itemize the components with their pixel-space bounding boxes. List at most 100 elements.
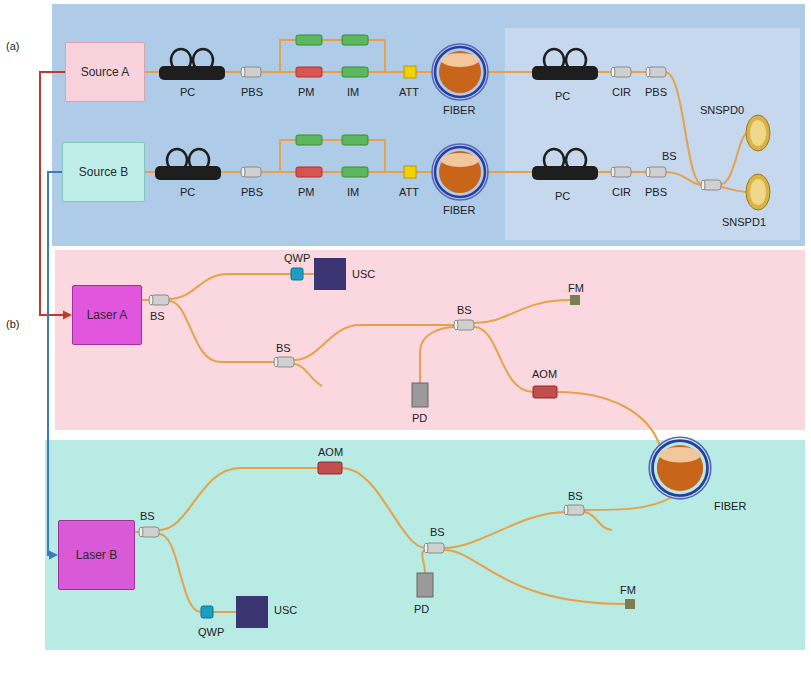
fiber-wires: [135, 40, 748, 612]
part-label: BS: [150, 310, 165, 322]
node-label: Source B: [79, 165, 128, 179]
part-label: CIR: [612, 86, 631, 98]
node-label: Laser B: [76, 548, 117, 562]
faraday-mirror: [570, 295, 580, 305]
part-label: IM: [347, 186, 359, 198]
part-label: FIBER: [443, 104, 475, 116]
laser-box: Laser B: [58, 520, 135, 590]
pm-symbol: [296, 67, 322, 77]
part-label: PD: [412, 412, 427, 424]
part-label: FIBER: [714, 500, 746, 512]
fiber-spool: [649, 437, 711, 499]
arrow-head: [49, 551, 58, 560]
panel-b-a: [55, 250, 805, 430]
detector-symbol: [746, 174, 770, 210]
part-label: PBS: [241, 186, 263, 198]
arrow-head: [63, 311, 72, 320]
usc-symbol: [314, 258, 346, 290]
faraday-mirror: [625, 599, 635, 609]
part-label: FM: [620, 584, 636, 596]
polarization-controller: [532, 49, 598, 80]
pbs-symbol: [241, 167, 261, 177]
part-label: BS: [457, 304, 472, 316]
beam-splitter: [454, 320, 474, 330]
node-label: Source A: [81, 65, 130, 79]
beam-splitter: [139, 527, 159, 537]
panel-a: [52, 4, 805, 246]
circulator-symbol: [611, 67, 631, 77]
part-label: ATT: [399, 186, 419, 198]
aom-symbol: [533, 386, 557, 398]
polarization-controller: [159, 49, 225, 80]
part-label: PC: [555, 190, 570, 202]
part-label: PBS: [645, 86, 667, 98]
part-label: PM: [298, 86, 315, 98]
circulator-symbol: [611, 167, 631, 177]
part-label: BS: [276, 342, 291, 354]
part-label: BS: [662, 150, 677, 162]
part-label: AOM: [318, 446, 343, 458]
laser-box: Laser A: [72, 285, 142, 345]
part-label: AOM: [532, 368, 557, 380]
part-label: FIBER: [443, 204, 475, 216]
part-label: PC: [555, 90, 570, 102]
im-symbol: [342, 67, 368, 77]
node-label: Laser A: [87, 308, 128, 322]
attenuator-symbol: [404, 166, 416, 178]
fiber-wire: [145, 40, 703, 185]
part-label: ATT: [399, 86, 419, 98]
attenuator-symbol: [404, 66, 416, 78]
receiver-panel: [505, 28, 800, 240]
fiber-wire: [142, 274, 660, 446]
pbs-symbol: [241, 67, 261, 77]
source-box: Source B: [62, 142, 145, 202]
connector: [48, 172, 62, 560]
fiber-spool: [432, 144, 488, 200]
fiber-spool: [649, 437, 711, 499]
part-label: CIR: [612, 186, 631, 198]
part-label: QWP: [284, 252, 310, 264]
part-label: USC: [274, 604, 297, 616]
part-label: BS: [140, 510, 155, 522]
connector-line: [48, 172, 62, 555]
usc-symbol: [236, 596, 268, 628]
part-label: (b): [6, 318, 19, 330]
part-label: IM: [347, 86, 359, 98]
photodiode: [417, 573, 433, 597]
source-box: Source A: [65, 42, 145, 102]
polarization-controller: [155, 149, 221, 180]
fiber-spool: [432, 44, 488, 100]
part-label: BS: [430, 526, 445, 538]
part-label: (a): [6, 40, 19, 52]
part-label: BS: [568, 490, 583, 502]
pbs-symbol: [646, 67, 666, 77]
beam-splitter: [149, 295, 169, 305]
beam-splitter: [424, 543, 444, 553]
part-label: PC: [180, 186, 195, 198]
pbs-symbol: [646, 167, 666, 177]
part-label: FM: [568, 282, 584, 294]
photodiode: [412, 383, 428, 407]
part-label: QWP: [198, 626, 224, 638]
fiber-wire: [721, 133, 748, 192]
fiber-wire: [135, 468, 672, 612]
part-label: PBS: [645, 186, 667, 198]
fiber-wire: [145, 140, 703, 185]
part-label: PD: [414, 603, 429, 615]
pm-symbol: [296, 167, 322, 177]
beam-splitter: [564, 505, 584, 515]
modulator-symbol: [342, 135, 368, 145]
part-label: PM: [298, 186, 315, 198]
part-label: PC: [180, 86, 195, 98]
beam-splitter: [274, 357, 294, 367]
qwp-symbol: [201, 606, 213, 618]
aom-symbol: [318, 462, 342, 474]
part-label: SNSPD1: [722, 216, 766, 228]
part-label: USC: [352, 268, 375, 280]
modulator-symbol: [296, 35, 322, 45]
modulator-symbol: [342, 35, 368, 45]
part-label: SNSPD0: [700, 104, 744, 116]
part-label: PBS: [241, 86, 263, 98]
beam-splitter: [701, 180, 721, 190]
